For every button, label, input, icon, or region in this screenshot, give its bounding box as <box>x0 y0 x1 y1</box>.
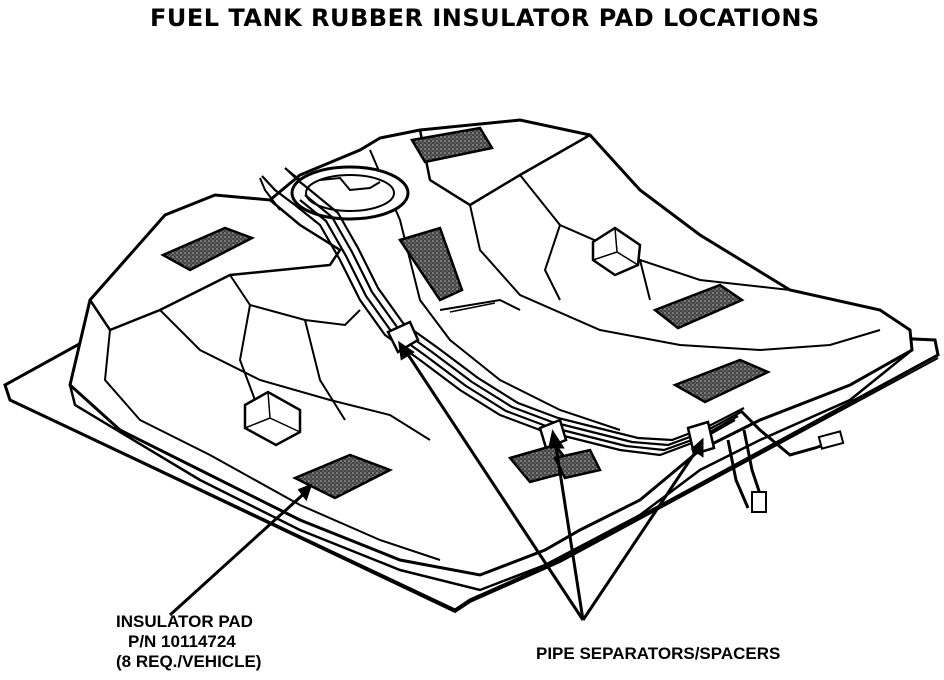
insulator-pad-2 <box>160 226 256 272</box>
diagram-title: FUEL TANK RUBBER INSULATOR PAD LOCATIONS <box>150 4 820 32</box>
insulator-pad-1 <box>410 126 494 164</box>
insulator-pad-label: INSULATOR PAD P/N 10114724 (8 REQ./VEHIC… <box>116 612 261 672</box>
right-hump-face <box>469 204 881 352</box>
insulator-pad-5 <box>672 358 772 404</box>
insulator-pad-quantity: (8 REQ./VEHICLE) <box>116 652 262 671</box>
sender-ring-inner <box>305 174 395 212</box>
fuel-pipes <box>261 167 745 457</box>
tank-skirt <box>68 349 913 592</box>
leader-separator-3 <box>581 447 700 621</box>
left-ridge <box>159 309 431 441</box>
pipe-separators-label: PIPE SEPARATORS/SPACERS <box>536 644 781 663</box>
tank-body <box>68 118 914 577</box>
insulator-pad-8 <box>553 448 602 480</box>
left-hump-face <box>103 329 441 561</box>
right-rib-2 <box>543 224 561 301</box>
center-channel <box>369 149 621 431</box>
pipe-fitting-bottom <box>751 491 767 513</box>
tank-flange-lip <box>9 357 939 614</box>
insulator-pad-4 <box>652 283 745 330</box>
insulator-pad-label-line1: INSULATOR PAD <box>116 612 253 631</box>
leader-separator-2 <box>553 439 585 621</box>
insulator-pad-part-number: P/N 10114724 <box>128 632 236 651</box>
right-rib-3 <box>639 259 651 301</box>
pipe-fitting-right <box>817 430 845 450</box>
insulator-pad-3 <box>398 226 464 302</box>
insulator-pad-6 <box>292 453 394 500</box>
leader-lines <box>168 340 704 621</box>
leader-separator-1 <box>403 349 585 621</box>
left-hump <box>88 199 342 332</box>
left-rib-2 <box>238 304 256 401</box>
left-rib-3 <box>304 319 346 421</box>
pipe-separator-1 <box>386 320 420 354</box>
leader-insulator-pad <box>168 488 310 617</box>
